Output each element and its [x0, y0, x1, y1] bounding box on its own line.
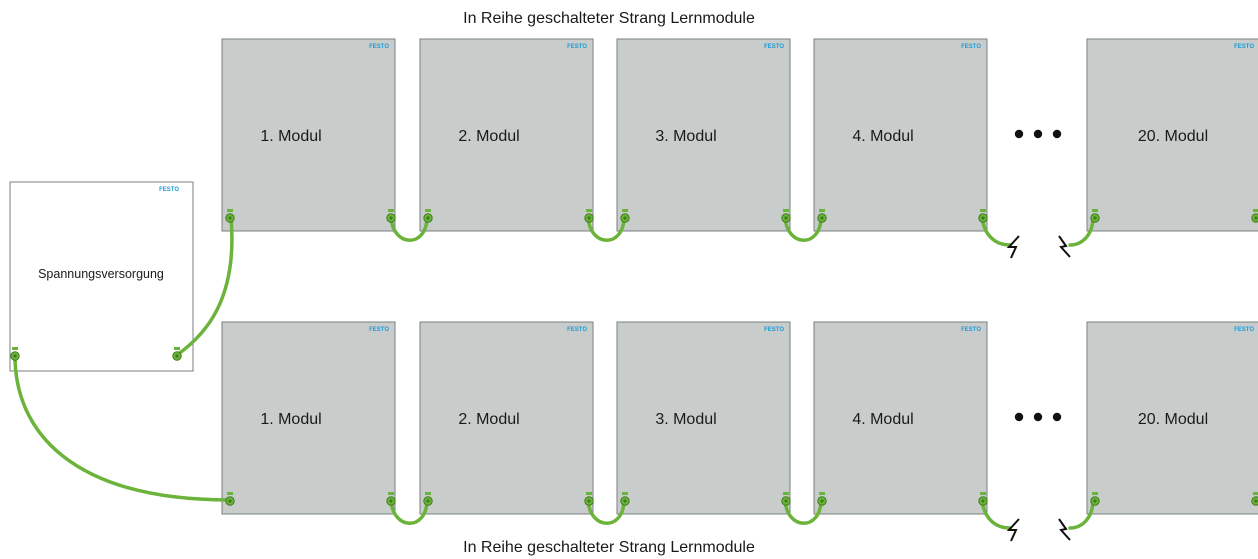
festo-logo: FESTO — [567, 44, 587, 50]
connector-port — [10, 347, 20, 361]
connector-layer — [10, 209, 1258, 506]
learning-module: FESTO 4. Modul — [813, 321, 988, 515]
break-symbols — [1006, 235, 1071, 542]
power-supply-label: Spannungsversorgung — [38, 267, 164, 281]
learning-module: FESTO 20. Modul — [1086, 321, 1258, 515]
learning-module: FESTO 4. Modul — [813, 38, 988, 232]
connector-port — [386, 492, 396, 506]
festo-logo: FESTO — [567, 327, 587, 333]
festo-logo: FESTO — [369, 327, 389, 333]
cable-jumper-top-2 — [586, 215, 626, 242]
connector-port — [584, 209, 594, 223]
connector-port — [1090, 209, 1100, 223]
festo-logo: FESTO — [961, 327, 981, 333]
learning-module: FESTO 2. Modul — [419, 321, 594, 515]
festo-logo: FESTO — [1234, 44, 1254, 50]
module-label: 4. Modul — [852, 128, 913, 145]
connector-port — [781, 492, 791, 506]
cable-jumper-top-3 — [783, 215, 823, 242]
festo-logo: FESTO — [764, 44, 784, 50]
module-label: 4. Modul — [852, 411, 913, 428]
module-label: 2. Modul — [458, 128, 519, 145]
connector-port — [386, 209, 396, 223]
connector-port — [423, 492, 433, 506]
power-supply-logo: FESTO — [159, 187, 179, 193]
module-label: 20. Modul — [1138, 128, 1208, 145]
connector-port — [978, 492, 988, 506]
connector-port — [1251, 209, 1258, 223]
ellipsis-bottom — [1014, 412, 1062, 422]
connector-port — [817, 492, 827, 506]
learning-module: FESTO 3. Modul — [616, 321, 791, 515]
module-label: 2. Modul — [458, 411, 519, 428]
connector-port — [1090, 492, 1100, 506]
module-label: 1. Modul — [260, 411, 321, 428]
cable-jumper-bottom-3 — [783, 498, 823, 525]
break-icon — [1006, 518, 1020, 542]
break-icon — [1058, 235, 1071, 258]
connector-port — [620, 492, 630, 506]
cable-jumper-bottom-2 — [586, 498, 626, 525]
strand-caption-top: In Reihe geschalteter Strang Lernmodule — [463, 10, 755, 27]
learning-module: FESTO 20. Modul — [1086, 38, 1258, 232]
strand-caption-bottom: In Reihe geschalteter Strang Lernmodule — [463, 539, 755, 556]
learning-module: FESTO 3. Modul — [616, 38, 791, 232]
cable-jumper-bottom-1 — [389, 498, 429, 525]
learning-module: FESTO 1. Modul — [221, 321, 396, 515]
connector-port — [817, 209, 827, 223]
break-icon — [1006, 235, 1020, 259]
connector-port — [1251, 492, 1258, 506]
power-supply: FESTO Spannungsversorgung — [9, 181, 194, 372]
connector-port — [781, 209, 791, 223]
module-label: 20. Modul — [1138, 411, 1208, 428]
ellipsis-top — [1014, 129, 1062, 139]
module-label: 1. Modul — [260, 128, 321, 145]
connector-port — [172, 347, 182, 361]
cable-jumper-top-1 — [389, 215, 429, 242]
cable-supply-to-strand2 — [13, 354, 232, 502]
connector-port — [225, 209, 235, 223]
learning-module: FESTO 1. Modul — [221, 38, 396, 232]
connector-port — [584, 492, 594, 506]
festo-logo: FESTO — [369, 44, 389, 50]
cable-supply-to-strand1 — [175, 215, 234, 357]
connector-port — [225, 492, 235, 506]
break-icon — [1058, 518, 1071, 541]
connector-port — [423, 209, 433, 223]
connector-port — [620, 209, 630, 223]
module-label: 3. Modul — [655, 128, 716, 145]
module-label: 3. Modul — [655, 411, 716, 428]
festo-logo: FESTO — [764, 327, 784, 333]
connector-port — [978, 209, 988, 223]
learning-module: FESTO 2. Modul — [419, 38, 594, 232]
festo-logo: FESTO — [961, 44, 981, 50]
festo-logo: FESTO — [1234, 327, 1254, 333]
